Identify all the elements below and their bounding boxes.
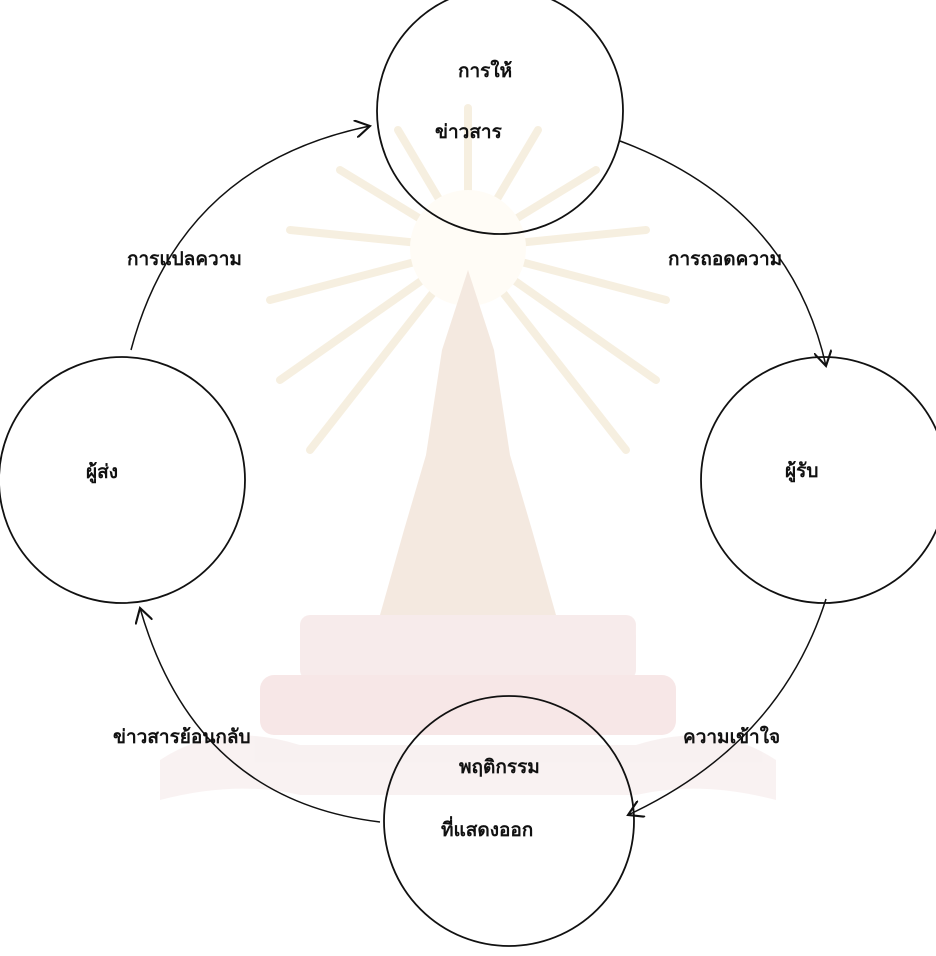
node-message: การให้ ข่าวสาร [376, 0, 624, 235]
edge-label-feedback: ข่าวสารย้อนกลับ [113, 726, 251, 748]
node-sender-label: ผู้ส่ง [86, 461, 118, 484]
node-behavior-line-2: ที่แสดงออก [441, 816, 533, 841]
node-message-line-2: ข่าวสาร [435, 121, 503, 143]
edge-label-interpretation: การแปลความ [127, 248, 242, 270]
arrow-sender-to-message [130, 126, 370, 351]
node-receiver: ผู้รับ [700, 356, 936, 604]
university-emblem-icon [160, 104, 776, 800]
node-message-line-1: การให้ [458, 59, 512, 82]
edge-label-understanding: ความเข้าใจ [683, 725, 780, 748]
node-behavior: พฤติกรรม ที่แสดงออก [383, 695, 635, 947]
node-receiver-label: ผู้รับ [785, 460, 818, 483]
edge-label-decoding: การถอดความ [668, 248, 782, 270]
arrow-behavior-to-sender [140, 608, 381, 823]
node-sender: ผู้ส่ง [0, 356, 246, 604]
arrow-receiver-to-behavior [628, 598, 827, 815]
arrow-message-to-receiver [619, 140, 826, 366]
node-behavior-line-1: พฤติกรรม [459, 756, 540, 778]
